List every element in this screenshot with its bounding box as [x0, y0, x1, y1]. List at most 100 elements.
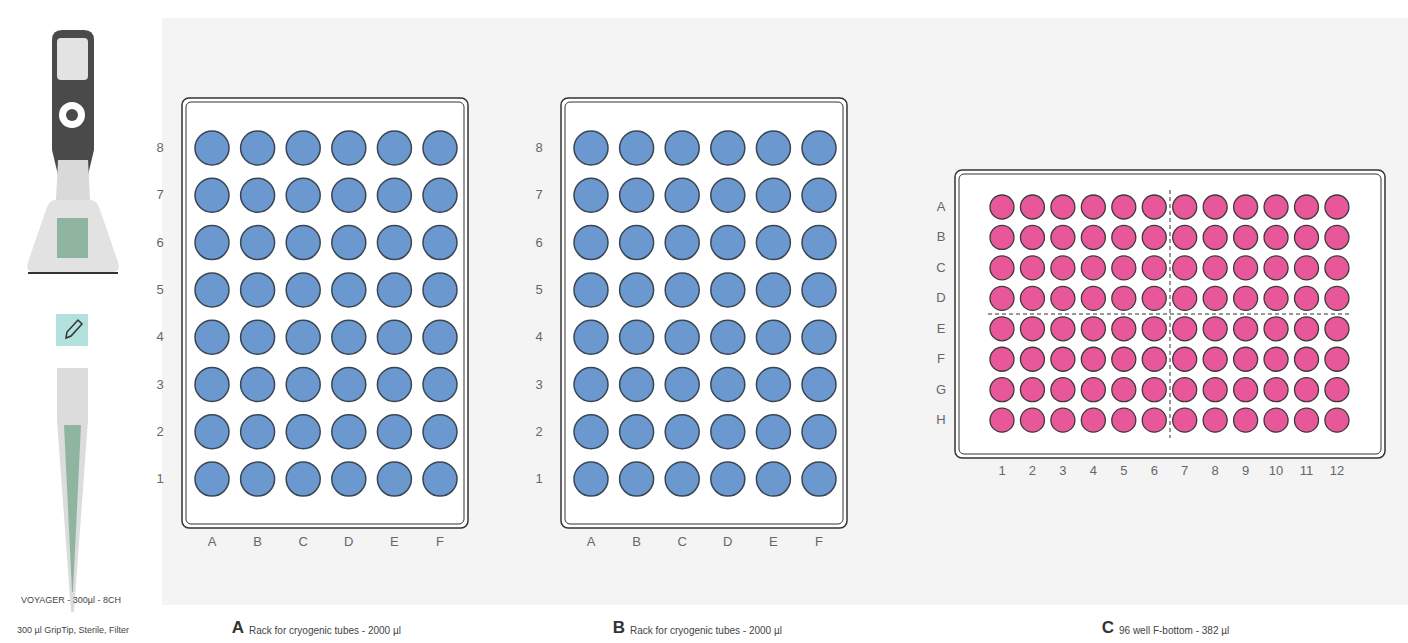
- well: [990, 286, 1014, 310]
- quadrant-divider: [988, 314, 1352, 315]
- tube-position: [286, 178, 320, 212]
- tube-position: [286, 131, 320, 165]
- pipette-base-line: [28, 272, 118, 274]
- well: [1020, 195, 1044, 219]
- tube-position: [620, 226, 654, 260]
- tube-position: [620, 320, 654, 354]
- well: [1051, 256, 1075, 280]
- tube-position: [711, 178, 745, 212]
- tube-position: [756, 131, 790, 165]
- well: [1264, 225, 1288, 249]
- well: [1203, 256, 1227, 280]
- tube-position: [665, 320, 699, 354]
- tube-position: [286, 368, 320, 402]
- tube-position: [802, 415, 836, 449]
- pipette-button: [59, 102, 85, 128]
- tube-position: [423, 368, 457, 402]
- well: [1234, 225, 1258, 249]
- tube-position: [756, 226, 790, 260]
- tube-position: [423, 226, 457, 260]
- row-label: 5: [535, 283, 542, 297]
- well: [1173, 408, 1197, 432]
- tube-position: [620, 462, 654, 496]
- column-label: D: [723, 535, 732, 549]
- tube-position: [574, 320, 608, 354]
- row-label: G: [936, 383, 946, 397]
- labware-caption: Rack for cryogenic tubes - 2000 µl: [249, 625, 401, 636]
- tube-position: [423, 131, 457, 165]
- row-label: 2: [156, 425, 163, 439]
- tube-position: [241, 131, 275, 165]
- labware-letter: A: [232, 619, 244, 638]
- tube-position: [332, 178, 366, 212]
- row-label: H: [936, 413, 945, 427]
- well: [1234, 347, 1258, 371]
- tube-position: [574, 368, 608, 402]
- well: [1173, 286, 1197, 310]
- column-label: 6: [1151, 464, 1158, 478]
- column-label: 7: [1181, 464, 1188, 478]
- tube-position: [802, 462, 836, 496]
- well: [1295, 225, 1319, 249]
- tube-position: [241, 273, 275, 307]
- tube-position: [665, 131, 699, 165]
- tube-position: [377, 368, 411, 402]
- well: [1234, 317, 1258, 341]
- pipette-channel-window: [57, 218, 88, 258]
- well: [1264, 378, 1288, 402]
- row-label: 7: [535, 188, 542, 202]
- edit-icon-bg: [56, 314, 88, 346]
- tube-position: [332, 415, 366, 449]
- row-label: 4: [156, 330, 163, 344]
- labware-caption: Rack for cryogenic tubes - 2000 µl: [630, 625, 782, 636]
- well: [1203, 378, 1227, 402]
- column-label: 12: [1330, 464, 1344, 478]
- tube-position: [756, 178, 790, 212]
- rack-inner-outline: [565, 102, 843, 524]
- well: [1325, 225, 1349, 249]
- tube-position: [574, 131, 608, 165]
- well: [1051, 286, 1075, 310]
- well: [1112, 286, 1136, 310]
- well: [1173, 256, 1197, 280]
- well: [1081, 286, 1105, 310]
- tip-filter: [64, 425, 81, 592]
- tube-position: [756, 368, 790, 402]
- row-label: 4: [535, 330, 542, 344]
- well: [1325, 256, 1349, 280]
- well: [1295, 408, 1319, 432]
- rack-inner-outline: [186, 102, 464, 524]
- well: [1173, 347, 1197, 371]
- well: [1142, 256, 1166, 280]
- tube-position: [195, 131, 229, 165]
- tube-position: [241, 178, 275, 212]
- well: [1081, 256, 1105, 280]
- tube-position: [195, 178, 229, 212]
- instrument-label: VOYAGER - 300µl - 8CH: [21, 596, 121, 606]
- column-label: B: [632, 535, 641, 549]
- tube-position: [665, 178, 699, 212]
- column-label: C: [677, 535, 686, 549]
- well: [1325, 195, 1349, 219]
- tube-position: [332, 273, 366, 307]
- well: [1051, 225, 1075, 249]
- row-label: 8: [156, 141, 163, 155]
- well: [1020, 256, 1044, 280]
- tip-collar: [57, 368, 88, 420]
- tube-position: [377, 462, 411, 496]
- deck-panel: [162, 18, 1408, 605]
- tube-position: [377, 320, 411, 354]
- well: [1203, 317, 1227, 341]
- tube-position: [332, 320, 366, 354]
- well: [1264, 408, 1288, 432]
- well: [1234, 256, 1258, 280]
- well: [990, 317, 1014, 341]
- well: [1234, 286, 1258, 310]
- well: [990, 408, 1014, 432]
- well: [1051, 195, 1075, 219]
- pipette-body: [52, 30, 94, 175]
- tube-position: [574, 178, 608, 212]
- well: [990, 225, 1014, 249]
- tube-position: [423, 273, 457, 307]
- tube-position: [195, 462, 229, 496]
